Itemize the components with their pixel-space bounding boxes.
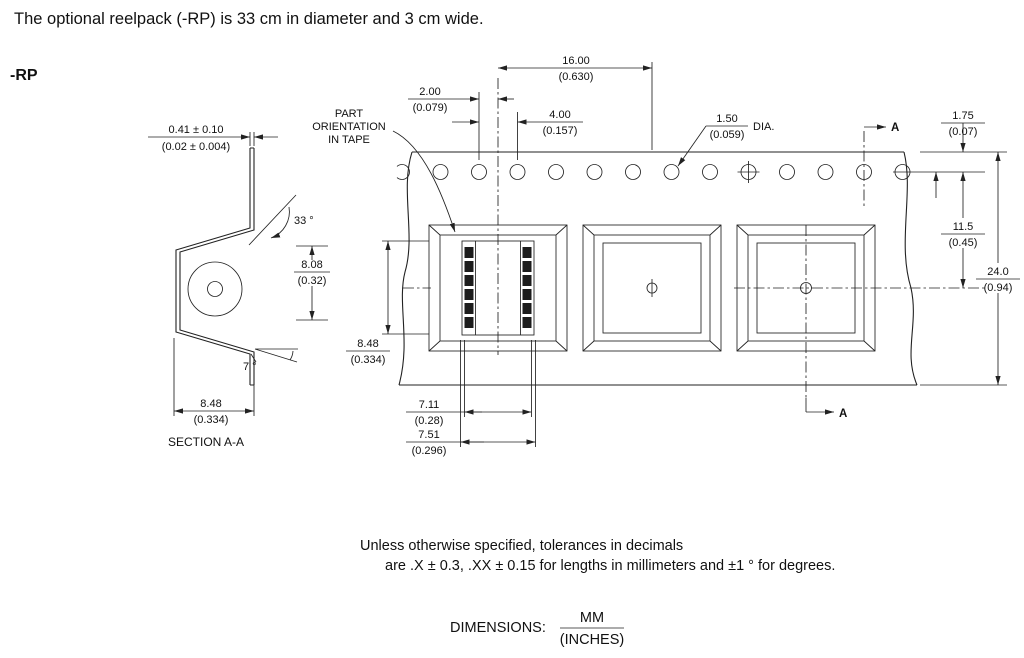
dim-bottom-wall-angle: 7 ° <box>243 348 298 373</box>
section-letter-top: A <box>891 122 899 134</box>
dim-section-width-inch: (0.334) <box>194 414 229 426</box>
dim-center-offset-mm: 11.5 <box>953 221 974 233</box>
dim-cavity-length-inch: (0.334) <box>351 354 386 366</box>
dim-thickness-mm: 0.41 ± 0.10 <box>169 124 224 136</box>
sprocket-holes <box>396 161 911 183</box>
cavity-corner-drafts <box>736 224 876 352</box>
crosshair-lines <box>737 161 760 183</box>
dim-pocket-width: 7.51 (0.296) <box>406 340 536 457</box>
dim-cavity-length-mm: 8.48 <box>357 338 378 350</box>
dim-center-offset-inch: (0.45) <box>949 237 978 249</box>
dim-hole-offset: 2.00 (0.079) <box>408 86 514 160</box>
dim-pocket-depth-inch: (0.32) <box>298 275 327 287</box>
sprocket-hole <box>779 164 795 180</box>
cavity-corner-drafts <box>582 224 722 352</box>
dim-pocket-width-mm: 7.51 <box>418 429 439 441</box>
sprocket-hole <box>817 164 834 180</box>
units-legend: DIMENSIONS: MM (INCHES) <box>450 610 624 648</box>
part-leads-right <box>522 247 532 328</box>
section-profile-caps <box>250 147 254 386</box>
section-a-a-view: 0.41 ± 0.10 (0.02 ± 0.004) 33 ° 8.08 (0.… <box>148 124 330 449</box>
sprocket-hole <box>663 164 680 180</box>
dim-section-pocket-width: 8.48 (0.334) <box>173 338 255 426</box>
sprocket-hole <box>548 164 564 180</box>
dim-pocket-depth-mm: 8.08 <box>301 259 322 271</box>
dim-cavity-pitch-mm: 16.00 <box>562 55 590 67</box>
sprocket-hole <box>702 164 718 180</box>
dim-part-width-mm: 7.11 <box>419 399 440 411</box>
dim-hole-diameter: 1.50 (0.059) DIA. <box>677 113 774 167</box>
dim-cavity-pitch: 16.00 (0.630) <box>498 55 653 150</box>
dim-edge-to-hole-inch: (0.07) <box>949 126 978 138</box>
tape-torn-edge-right <box>903 151 918 386</box>
dim-hole-to-cavity-center: 11.5 (0.45) <box>941 172 985 288</box>
sprocket-hole <box>471 164 487 180</box>
units-mm: MM <box>580 610 604 626</box>
dim-hole-dia-mm: 1.50 <box>716 113 737 125</box>
sprocket-hole <box>625 164 641 180</box>
dimensions-label: DIMENSIONS: <box>450 620 546 636</box>
cavity-outer <box>582 224 722 352</box>
dim-part-width: 7.11 (0.28) <box>406 340 532 427</box>
tolerance-notes: Unless otherwise specified, tolerances i… <box>360 538 835 574</box>
sprocket-hole <box>432 164 449 180</box>
dim-tape-width-inch: (0.94) <box>984 282 1013 294</box>
note-line-2: are .X ± 0.3, .XX ± 0.15 for lengths in … <box>385 558 835 574</box>
cavity-mid <box>593 234 711 342</box>
cavity-corner-drafts <box>428 224 568 352</box>
page-title: The optional reelpack (-RP) is 33 cm in … <box>14 10 484 28</box>
part-body-edges <box>475 241 521 335</box>
section-marker-bottom: A <box>805 398 847 420</box>
part-orientation-note: PART ORIENTATION IN TAPE <box>312 108 456 233</box>
dim-edge-to-hole: 1.75 (0.07) <box>893 110 1007 198</box>
sprocket-hole <box>586 164 603 180</box>
pocket-center-hole <box>207 281 223 297</box>
orientation-line2: ORIENTATION <box>312 121 386 133</box>
dim-pocket-width-inch: (0.296) <box>412 445 447 457</box>
note-line-1: Unless otherwise specified, tolerances i… <box>360 538 683 554</box>
part-leads-left <box>464 247 474 328</box>
dim-hole-dia-suffix: DIA. <box>753 121 774 133</box>
tape-top-view <box>396 78 985 398</box>
dim-part-width-inch: (0.28) <box>415 415 444 427</box>
variant-label: -RP <box>10 67 38 84</box>
dim-top-angle: 33 ° <box>294 215 314 227</box>
dim-section-width-mm: 8.48 <box>200 398 221 410</box>
pocket-emboss-circle <box>187 261 243 317</box>
dim-thickness-inch: (0.02 ± 0.004) <box>162 141 230 153</box>
dim-cavity-pitch-inch: (0.630) <box>559 71 594 83</box>
dim-tape-width: 24.0 (0.94) <box>920 152 1020 386</box>
dim-tape-thickness: 0.41 ± 0.10 (0.02 ± 0.004) <box>148 124 278 153</box>
dim-hole-offset-mm: 2.00 <box>419 86 440 98</box>
units-inches: (INCHES) <box>560 632 624 648</box>
dim-hole-pitch-mm: 4.00 <box>549 109 570 121</box>
dim-hole-pitch: 4.00 (0.157) <box>452 109 583 160</box>
tape-dimensions: 2.00 (0.079) 16.00 (0.630) 4.00 (0.157) … <box>312 55 1020 457</box>
section-profile-inner <box>179 148 255 385</box>
section-marker-top: A <box>864 122 899 134</box>
sprocket-hole <box>509 164 526 180</box>
dim-hole-dia-inch: (0.059) <box>710 129 745 141</box>
cavity-inner <box>602 242 702 334</box>
dim-top-wall-angle: 33 ° <box>248 194 314 246</box>
orientation-line3: IN TAPE <box>328 134 370 146</box>
cavity-2 <box>582 224 722 352</box>
orientation-line1: PART <box>335 108 364 120</box>
dim-hole-pitch-inch: (0.157) <box>543 125 578 137</box>
dim-cavity-length: 8.48 (0.334) <box>346 240 429 366</box>
section-letter-bottom: A <box>839 408 847 420</box>
dim-hole-offset-inch: (0.079) <box>413 102 448 114</box>
dim-tape-width-mm: 24.0 <box>987 266 1008 278</box>
dim-pocket-depth: 8.08 (0.32) <box>294 245 330 321</box>
dim-bottom-angle: 7 ° <box>243 361 257 373</box>
section-view-label: SECTION A-A <box>168 435 244 449</box>
dim-edge-to-hole-mm: 1.75 <box>952 110 973 122</box>
tape-torn-edge-left <box>398 151 413 386</box>
sprocket-hole-partial <box>396 164 410 180</box>
section-profile-outer <box>175 148 251 385</box>
